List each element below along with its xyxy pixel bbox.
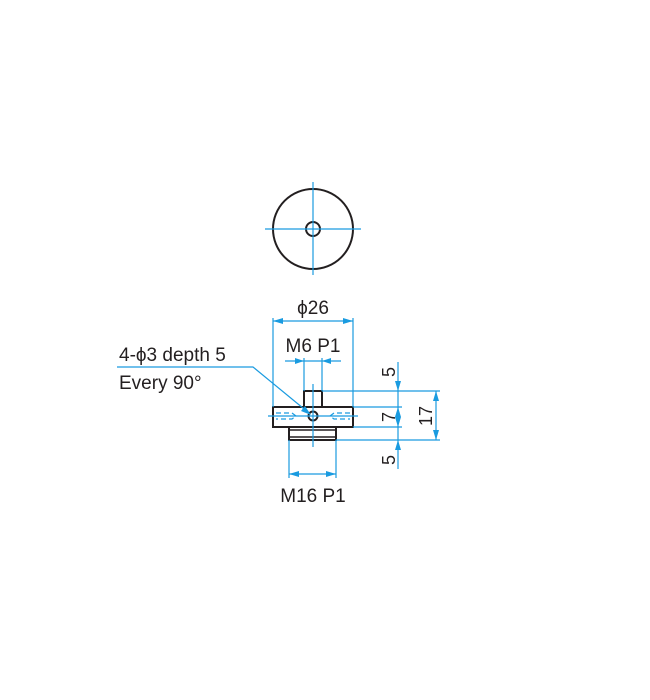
dim-top-height-label: 5 xyxy=(379,367,399,377)
dimension-top-thread: M6 P1 xyxy=(285,336,341,391)
diameter-label: ϕ26 xyxy=(297,298,329,319)
hole-note-line1: 4-ϕ3 depth 5 xyxy=(119,345,226,366)
hole-note: 4-ϕ3 depth 5 Every 90° xyxy=(117,345,311,415)
dim-total-height-label: 17 xyxy=(416,406,436,426)
hole-note-line2: Every 90° xyxy=(119,373,202,394)
dim-bottom-height-label: 5 xyxy=(379,455,399,465)
top-view xyxy=(265,182,361,275)
top-thread-label: M6 P1 xyxy=(286,336,341,357)
side-view xyxy=(268,384,358,447)
dim-mid-height-label: 7 xyxy=(379,412,399,422)
dimension-bottom-thread: M16 P1 xyxy=(280,440,346,507)
dimension-diameter: ϕ26 xyxy=(272,298,354,407)
bottom-thread-label: M16 P1 xyxy=(280,486,345,507)
hole-note-leader xyxy=(117,366,310,414)
dimension-heights: 5 7 5 17 xyxy=(322,362,440,469)
